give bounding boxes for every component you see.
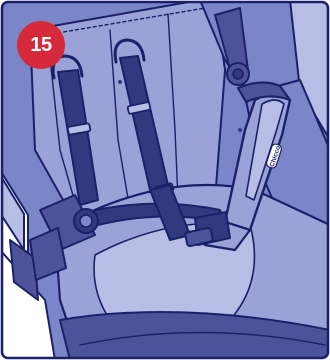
step-number-badge: 15 xyxy=(17,21,65,69)
